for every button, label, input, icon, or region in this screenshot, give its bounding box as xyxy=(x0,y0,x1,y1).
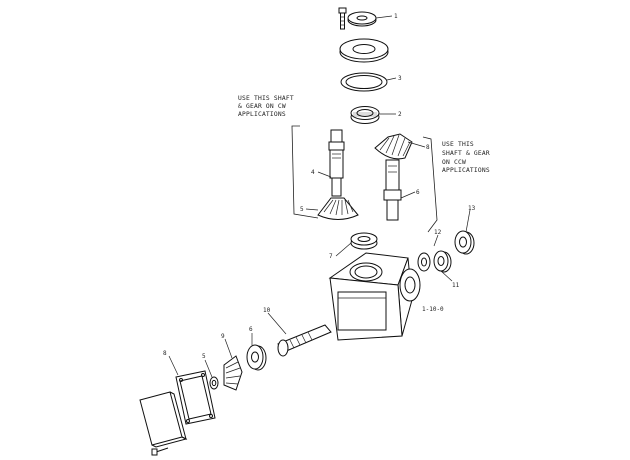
callout-9: 9 xyxy=(221,333,225,340)
callout-13: 13 xyxy=(468,205,476,212)
callout-12: 12 xyxy=(434,229,442,236)
input-bevel-gear xyxy=(223,355,243,391)
cover-bolt xyxy=(151,447,169,456)
callout-3: 3 xyxy=(398,75,402,82)
callout-11: 11 xyxy=(452,282,460,289)
callout-8-gasket: 8 xyxy=(163,350,167,357)
cover-plate-flange xyxy=(339,38,389,63)
side-race xyxy=(417,252,431,272)
cw-bracket xyxy=(291,125,319,219)
side-bearing xyxy=(433,250,452,273)
leader-lines xyxy=(168,15,471,378)
callout-4: 4 xyxy=(311,169,315,176)
ccw-bracket xyxy=(422,136,438,233)
drawing-stamp: 1-10-0 xyxy=(422,306,444,313)
callout-6-input: 6 xyxy=(249,326,253,333)
input-shaft xyxy=(277,324,332,357)
callout-8: 8 xyxy=(426,144,430,151)
svg-text:USE THIS: USE THIS xyxy=(442,141,474,148)
callout-7: 7 xyxy=(329,253,333,260)
svg-text:SHAFT & GEAR: SHAFT & GEAR xyxy=(442,150,490,157)
callout-2: 2 xyxy=(398,111,402,118)
svg-text:& GEAR ON CW: & GEAR ON CW xyxy=(238,103,286,110)
svg-text:APPLICATIONS: APPLICATIONS xyxy=(238,111,286,118)
callout-10: 10 xyxy=(263,307,271,314)
input-bearing xyxy=(246,344,267,371)
end-cover-plate xyxy=(139,391,188,448)
top-cap-washer xyxy=(347,11,377,27)
callout-5: 5 xyxy=(300,206,304,213)
top-bearing xyxy=(350,106,380,124)
note-cw-applications: USE THIS SHAFT & GEAR ON CW APPLICATIONS xyxy=(238,95,294,118)
end-gasket xyxy=(175,370,216,425)
note-ccw-applications: USE THIS SHAFT & GEAR ON CCW APPLICATION… xyxy=(442,141,490,174)
ccw-bevel-gear xyxy=(374,133,413,160)
callout-6-ccw: 6 xyxy=(416,189,420,196)
small-washer xyxy=(209,376,219,390)
gearbox-housing xyxy=(328,252,421,341)
svg-text:ON CCW: ON CCW xyxy=(442,159,466,166)
side-seal-ring xyxy=(454,230,475,255)
cw-shaft xyxy=(328,129,345,197)
callout-numbers: 1 3 2 8 6 4 5 7 13 12 11 10 6 9 5 8 xyxy=(163,13,476,360)
top-bolt xyxy=(338,7,347,30)
svg-text:APPLICATIONS: APPLICATIONS xyxy=(442,167,490,174)
cw-bevel-gear xyxy=(317,197,359,220)
callout-1: 1 xyxy=(394,13,398,20)
lower-bearing xyxy=(350,232,378,250)
callout-5-washer: 5 xyxy=(202,353,206,360)
ccw-shaft xyxy=(383,159,402,221)
gasket-ring xyxy=(340,72,388,92)
svg-text:USE THIS SHAFT: USE THIS SHAFT xyxy=(238,95,294,102)
